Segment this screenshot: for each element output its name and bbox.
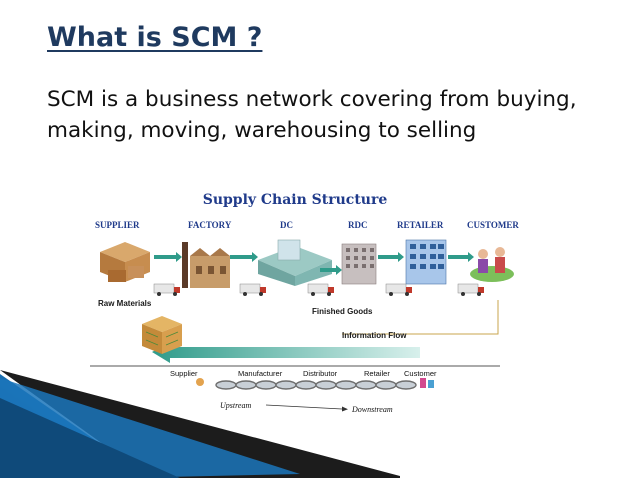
information-flow-return-line — [342, 300, 499, 335]
downstream-label: Downstream — [351, 405, 393, 414]
retailer-store-icon — [405, 239, 447, 285]
upstream-downstream-arrow — [265, 404, 343, 410]
stage-label-customer: CUSTOMER — [467, 220, 519, 230]
factory-icon — [182, 242, 230, 288]
role-label-customer: Customer — [404, 369, 437, 378]
slide-title: What is SCM ? — [47, 22, 263, 53]
information-flow-arrow — [152, 342, 420, 363]
delivery-truck-icons — [153, 283, 484, 296]
finished-goods-label: Finished Goods — [312, 307, 373, 316]
role-label-supplier: Supplier — [170, 369, 198, 378]
supplier-building-icon — [142, 316, 182, 354]
raw-materials-label: Raw Materials — [98, 299, 152, 308]
slide-body-text: SCM is a business network covering from … — [47, 87, 577, 143]
stage-label-dc: DC — [280, 220, 293, 230]
forward-flow-arrows — [154, 252, 474, 275]
supplier-boxes-icon — [100, 242, 150, 282]
diagram-title: Supply Chain Structure — [203, 192, 388, 208]
stage-label-supplier: SUPPLIER — [95, 220, 140, 230]
stage-label-factory: FACTORY — [188, 220, 232, 230]
supply-chain-diagram: Supply Chain Structure SUPPLIER FACTORY … — [90, 192, 519, 414]
customer-people-icon — [470, 247, 514, 282]
role-label-manufacturer: Manufacturer — [238, 369, 283, 378]
upstream-label: Upstream — [220, 401, 251, 410]
rdc-building-icon — [341, 243, 377, 285]
downstream-arrowhead-icon — [342, 406, 348, 412]
information-flow-label: Information Flow — [342, 331, 407, 340]
role-label-retailer: Retailer — [364, 369, 390, 378]
stage-label-retailer: RETAILER — [397, 220, 444, 230]
decorative-swoosh — [0, 370, 400, 478]
role-label-distributor: Distributor — [303, 369, 338, 378]
dc-warehouse-icon — [258, 239, 332, 286]
chain-links-icon — [215, 380, 417, 390]
chain-figures-icon — [196, 378, 434, 388]
stage-label-rdc: RDC — [348, 220, 368, 230]
